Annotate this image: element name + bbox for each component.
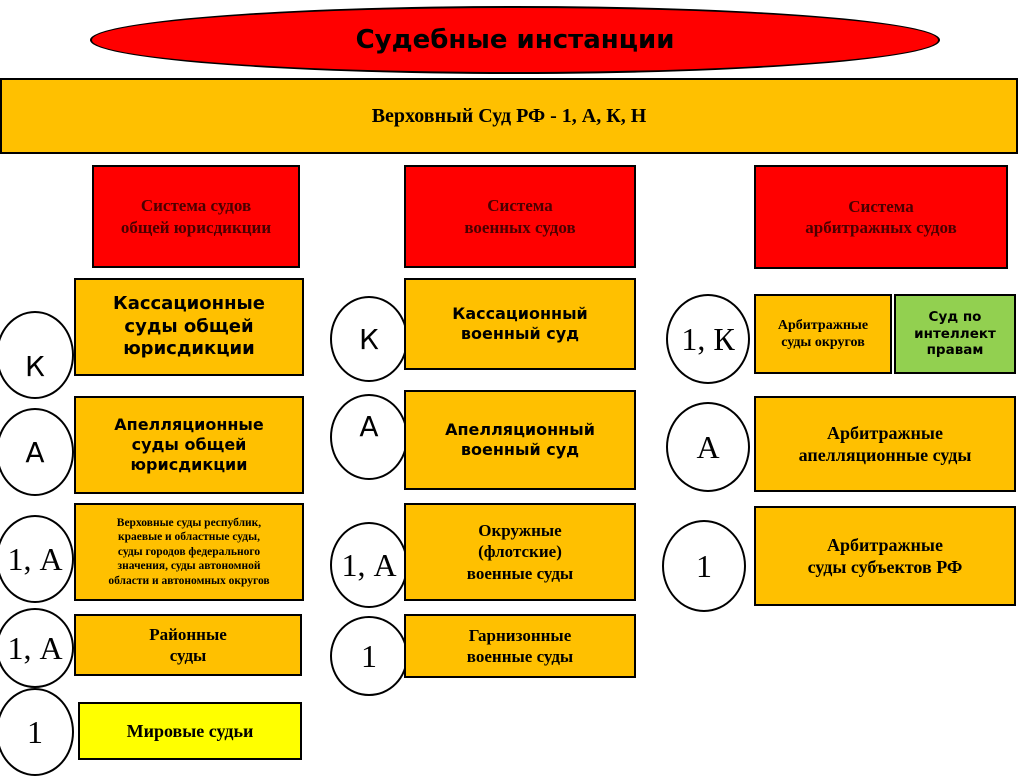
magistrate-judges: Мировые судьи — [78, 702, 302, 760]
court-line: военный суд — [460, 440, 580, 459]
header-line: Система — [487, 196, 553, 216]
court-line: интеллект — [914, 325, 996, 342]
instance-marker: А — [0, 408, 74, 496]
title-oval: Судебные инстанции — [90, 6, 940, 74]
court-line: Апелляционный — [445, 420, 595, 439]
arbitration-district-courts: Арбитражные суды округов — [754, 294, 892, 374]
court-line: краевые и областные суды, — [118, 531, 260, 544]
court-line: Апелляционные — [114, 415, 264, 434]
garrison-military-courts: Гарнизонные военные суды — [404, 614, 636, 678]
court-line: Арбитражные — [777, 317, 869, 333]
court-line: суды субъектов РФ — [807, 557, 963, 577]
court-line: Окружные — [478, 521, 562, 541]
marker-text: А — [696, 428, 720, 465]
instance-marker: 1, А — [330, 522, 408, 608]
court-line: юрисдикции — [123, 338, 255, 360]
supreme-court-label: Верховный Суд РФ - 1, А, К, Н — [371, 104, 647, 127]
marker-text: 1, А — [7, 540, 63, 577]
court-line: военные суды — [466, 647, 574, 666]
court-line: Верховные суды республик, — [116, 517, 262, 530]
header-line: Система — [848, 196, 914, 216]
court-line: военные суды — [466, 563, 574, 583]
header-line: Система судов — [140, 196, 252, 216]
instance-marker: 1 — [0, 688, 74, 776]
court-line: суды общей — [124, 315, 254, 337]
header-line: арбитражных судов — [805, 218, 957, 237]
header-arbitration-courts: Система арбитражных судов — [754, 165, 1008, 269]
header-line: общей юрисдикции — [120, 217, 272, 237]
instance-marker: 1 — [330, 616, 408, 696]
court-line: апелляционные суды — [798, 445, 972, 465]
instance-marker: 1 — [662, 520, 746, 612]
court-line: Мировые судьи — [126, 720, 254, 741]
page-title: Судебные инстанции — [355, 25, 675, 55]
court-line: (флотские) — [478, 542, 562, 562]
court-line: области и автономных округов — [108, 574, 270, 587]
marker-text: К — [25, 350, 45, 383]
court-line: Суд по — [928, 308, 982, 325]
court-line: Гарнизонные — [468, 625, 572, 645]
court-line: суды городов федерального — [117, 545, 261, 558]
header-line: военных судов — [464, 217, 576, 237]
court-line: суды общей — [131, 435, 247, 454]
instance-marker: К — [0, 311, 74, 399]
court-line: юрисдикции — [130, 455, 248, 474]
district-military-courts: Окружные(флотские)военные суды — [404, 503, 636, 601]
instance-marker: А — [666, 402, 750, 492]
court-line: суды — [169, 646, 207, 665]
district-courts: Районные суды — [74, 614, 302, 676]
marker-text: 1, А — [341, 546, 397, 583]
marker-text: К — [359, 322, 379, 356]
instance-marker: 1, К — [666, 294, 750, 384]
court-line: Арбитражные — [827, 422, 943, 443]
court-line: Кассационный — [452, 304, 588, 323]
instance-marker: 1, А — [0, 515, 74, 603]
marker-text: А — [25, 435, 45, 469]
marker-text: А — [359, 410, 379, 443]
marker-text: 1, К — [681, 320, 735, 357]
instance-marker: А — [330, 394, 408, 480]
court-line: военный суд — [460, 324, 580, 343]
marker-text: 1 — [27, 713, 43, 750]
marker-text: 1, А — [7, 629, 63, 666]
court-line: Кассационные — [112, 293, 266, 315]
court-line: правам — [926, 342, 984, 359]
court-line: Арбитражные — [827, 534, 943, 555]
instance-marker: 1, А — [0, 608, 74, 688]
supreme-court-band: Верховный Суд РФ - 1, А, К, Н — [0, 78, 1018, 154]
court-line: значения, суды автономной — [117, 560, 261, 573]
marker-text: 1 — [696, 547, 712, 584]
instance-marker: К — [330, 296, 408, 382]
marker-text: 1 — [361, 637, 377, 674]
court-line: Районные — [149, 624, 227, 644]
court-line: суды округов — [781, 335, 865, 350]
regional-supreme-courts: Верховные суды республик,краевые и облас… — [74, 503, 304, 601]
